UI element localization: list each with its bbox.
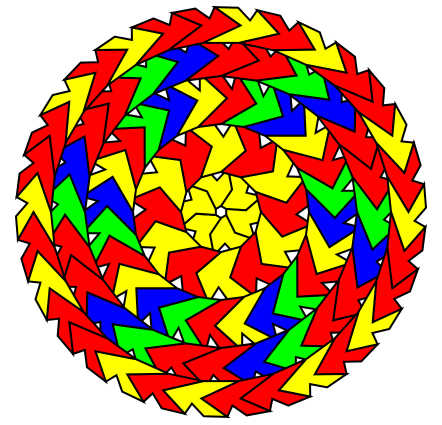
tile-group	[14, 5, 428, 419]
tile-middle-red	[195, 70, 258, 129]
tile-inner-yellow	[183, 118, 247, 179]
tile-outer-red	[182, 34, 261, 83]
tile-rim-yellow	[202, 6, 281, 44]
